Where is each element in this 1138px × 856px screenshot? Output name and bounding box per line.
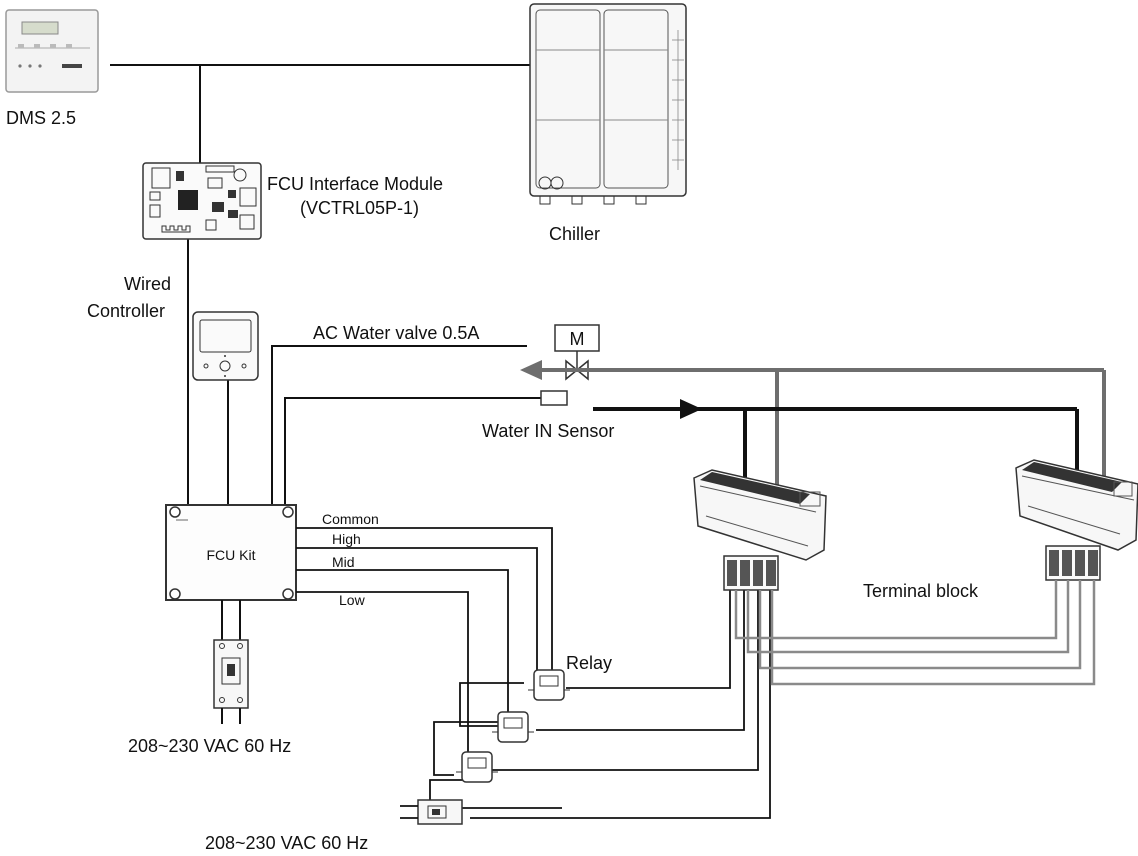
- dms-label: DMS 2.5: [6, 108, 76, 128]
- wired-controller: [192, 311, 259, 381]
- supply-arrow: [680, 399, 702, 419]
- terminal-interconnect: [734, 580, 1096, 686]
- water-sensor: [540, 390, 568, 406]
- power-label-1: 208~230 VAC 60 Hz: [128, 736, 291, 756]
- fcu-interface-module: [142, 162, 262, 240]
- fcu-kit-box: [165, 504, 297, 601]
- relay-label: Relay: [566, 653, 612, 673]
- chiller-label: Chiller: [549, 224, 600, 244]
- wired-label-2: Controller: [87, 301, 165, 321]
- terminal-block-2: [1045, 545, 1101, 581]
- return-arrow: [520, 360, 542, 380]
- relay-2: [492, 711, 534, 743]
- speed-output-wiring: [296, 527, 553, 762]
- mid-label: Mid: [332, 554, 355, 570]
- supply-pipe: [593, 407, 1079, 490]
- fcu-interface-label-2: (VCTRL05P-1): [300, 198, 419, 218]
- high-label: High: [332, 531, 361, 547]
- power-label-2: 208~230 VAC 60 Hz: [205, 833, 368, 853]
- water-in-label: Water IN Sensor: [482, 421, 614, 441]
- fan-coil-unit-2: [1015, 459, 1138, 551]
- power-breaker-1: [213, 600, 249, 724]
- fan-coil-unit-1: [693, 469, 827, 561]
- fcu-kit-label: FCU Kit: [207, 547, 256, 563]
- ac-valve-label: AC Water valve 0.5A: [313, 323, 479, 343]
- return-pipe: [540, 368, 1106, 490]
- common-label: Common: [322, 511, 379, 527]
- terminal-block-label: Terminal block: [863, 581, 979, 601]
- valve-m-label: M: [570, 329, 585, 349]
- relay-3: [456, 751, 498, 783]
- terminal-block-1: [723, 555, 779, 591]
- communication-bus: [110, 64, 530, 505]
- relay-1: [528, 669, 570, 701]
- valve-sensor-wiring: [271, 345, 541, 505]
- relay-wiring: [420, 590, 771, 819]
- dms-controller: [5, 9, 99, 93]
- fcu-interface-label-1: FCU Interface Module: [267, 174, 443, 194]
- low-label: Low: [339, 592, 366, 608]
- wired-label-1: Wired: [124, 274, 171, 294]
- power-breaker-2: [400, 799, 463, 825]
- chiller-unit: [529, 3, 687, 205]
- water-valve: [554, 324, 600, 381]
